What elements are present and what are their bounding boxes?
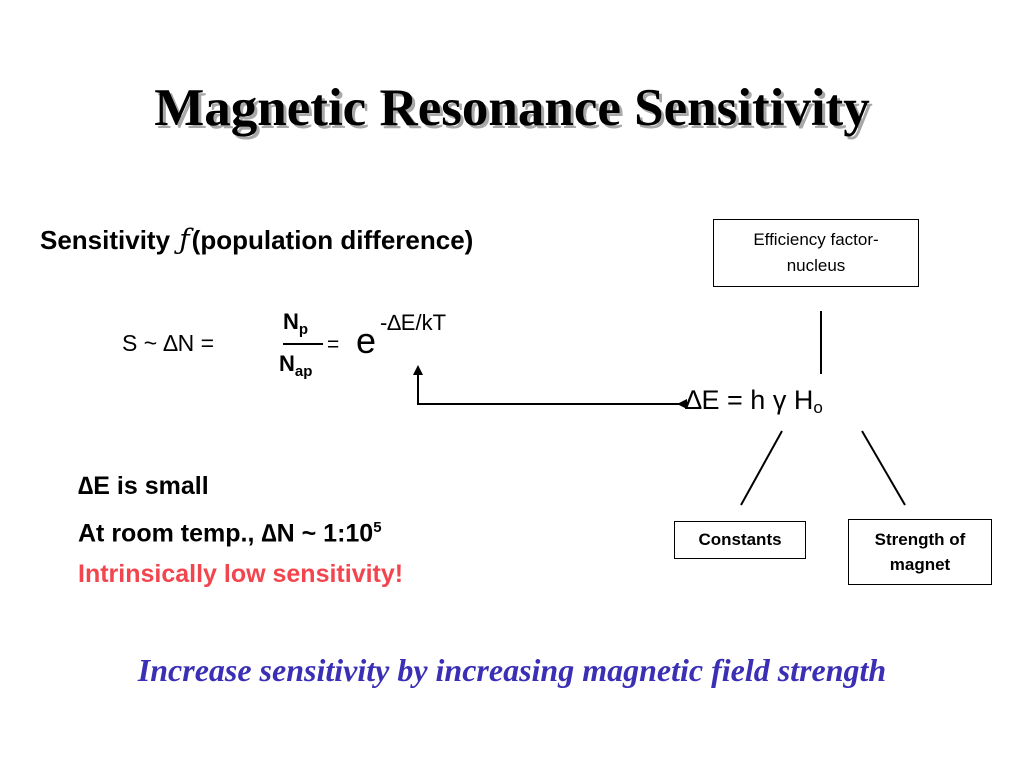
room-temp-exponent: 5 — [373, 519, 382, 536]
function-symbol: ƒ — [179, 223, 190, 256]
fraction-denominator: Nap — [279, 351, 312, 380]
magnet-box-line2: magnet — [889, 555, 951, 574]
fraction-numerator: Np — [283, 309, 308, 338]
conclusion-text: Increase sensitivity by increasing magne… — [137, 652, 887, 688]
point-room-temp: At room temp., ∆N ~ 1:105 — [78, 507, 403, 554]
efficiency-factor-box: Efficiency factor- nucleus — [713, 219, 919, 287]
slide-title: Magnetic Resonance Sensitivity — [154, 79, 870, 137]
key-points: ∆E is small At room temp., ∆N ~ 1:105 In… — [78, 466, 403, 595]
population-difference-label: (population difference) — [191, 225, 474, 255]
equation-lhs: S ~ ∆N = — [122, 330, 215, 356]
efficiency-box-line1: Efficiency factor- — [753, 230, 879, 249]
denominator-symbol: N — [279, 351, 295, 376]
magnet-strength-box: Strength of magnet — [848, 519, 992, 585]
magnet-box-line1: Strength of — [874, 530, 966, 549]
exponential-exponent: -∆E/kT — [380, 310, 447, 335]
numerator-subscript: p — [298, 321, 309, 338]
numerator-symbol: N — [283, 309, 299, 334]
delta-e-text: ∆E = h γ H — [685, 385, 814, 415]
connector-left-diagonal — [740, 430, 783, 506]
denominator-subscript: ap — [294, 363, 313, 380]
constants-box: Constants — [674, 521, 806, 559]
connector-vertical-line — [820, 311, 822, 374]
room-temp-text: At room temp., ∆N ~ 1:10 — [78, 519, 374, 548]
sensitivity-label: Sensitivity — [40, 225, 171, 255]
delta-e-equation: ∆E = h γ Ho — [685, 385, 823, 418]
feedback-arrow — [413, 365, 687, 409]
fraction-bar — [283, 343, 323, 345]
exponential-base: e — [356, 320, 377, 361]
delta-e-subscript: o — [813, 398, 823, 417]
connector-right-diagonal — [861, 430, 906, 506]
point-delta-e-small: ∆E is small — [78, 472, 209, 500]
sensitivity-statement: Sensitivity ƒ(population difference) — [40, 223, 473, 256]
efficiency-box-line2: nucleus — [786, 256, 846, 275]
point-low-sensitivity: Intrinsically low sensitivity! — [78, 560, 404, 589]
equals-sign: = — [327, 333, 340, 356]
